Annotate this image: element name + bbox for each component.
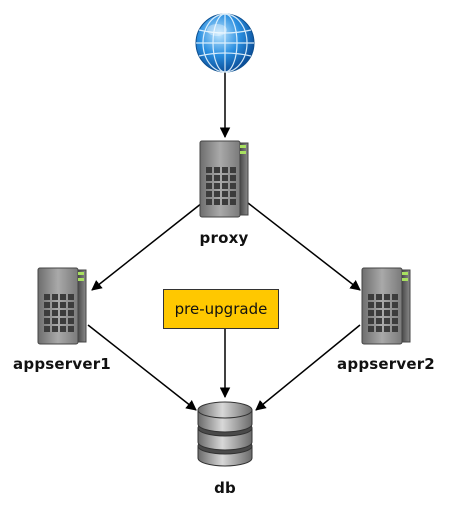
db-label: db <box>214 479 236 497</box>
server-icon <box>361 267 411 345</box>
note-text: pre-upgrade <box>174 300 268 318</box>
edge-proxy-appserver1 <box>91 202 203 291</box>
note-box: pre-upgrade <box>163 289 279 329</box>
globe-icon <box>195 13 255 73</box>
proxy-label: proxy <box>199 229 249 247</box>
edge-proxy-appserver2 <box>247 202 361 291</box>
database-icon <box>197 401 253 467</box>
appserver2-label: appserver2 <box>337 355 435 373</box>
appserver1-label: appserver1 <box>13 355 111 373</box>
edge-appserver2-db <box>255 324 361 411</box>
server-icon <box>199 140 249 218</box>
edge-appserver1-db <box>87 324 197 411</box>
server-icon <box>37 267 87 345</box>
